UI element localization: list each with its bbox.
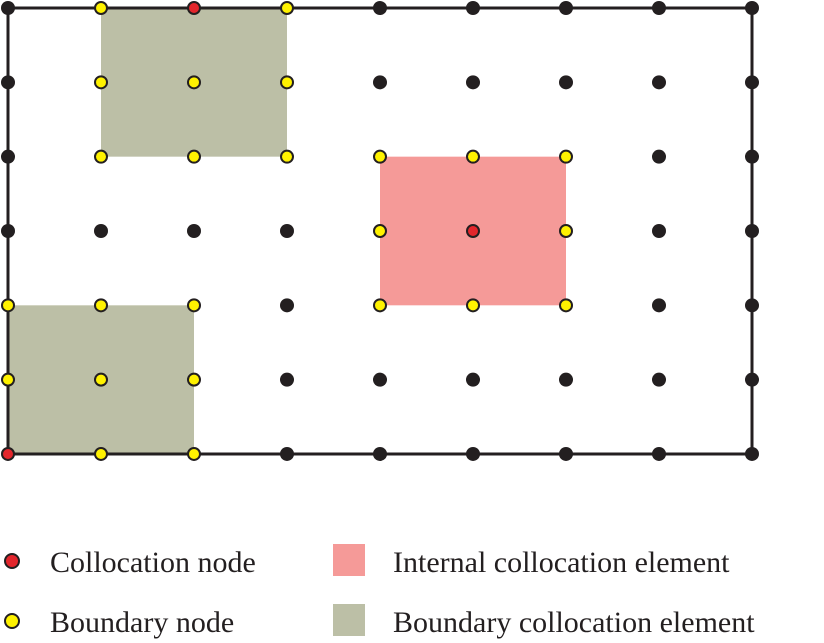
grid-node (745, 75, 759, 90)
grid-node (373, 372, 387, 387)
boundary-node (187, 149, 201, 164)
legend-internal-element-swatch (333, 544, 365, 576)
grid-node (466, 1, 480, 15)
boundary-node (94, 149, 108, 164)
boundary-node (187, 298, 201, 313)
grid-node (1, 75, 15, 90)
boundary-node (1, 372, 15, 387)
grid-node (373, 1, 387, 15)
grid-node (466, 75, 480, 90)
grid-node (280, 223, 294, 238)
legend-internal-element-label: Internal collocation element (393, 546, 730, 579)
collocation-node (187, 1, 201, 15)
boundary-node (466, 149, 480, 164)
grid-node (466, 372, 480, 387)
legend-collocation-node-label: Collocation node (50, 546, 256, 579)
grid-node (187, 223, 201, 238)
boundary-node (280, 75, 294, 90)
legend-boundary-node-icon (4, 613, 20, 629)
legend-boundary-node-label: Boundary node (50, 606, 234, 639)
collocation-node (1, 446, 15, 461)
grid-node (652, 149, 666, 164)
grid-node (652, 223, 666, 238)
grid-node (373, 75, 387, 90)
boundary-node (187, 446, 201, 461)
grid-node (652, 372, 666, 387)
boundary-node (280, 1, 294, 15)
collocation-node (466, 223, 480, 238)
boundary-node (94, 298, 108, 313)
grid-node (280, 298, 294, 313)
nodes-layer (1, 1, 759, 461)
boundary-node (94, 1, 108, 15)
boundary-node (373, 149, 387, 164)
grid-node (652, 298, 666, 313)
grid-node (745, 1, 759, 15)
boundary-node (466, 298, 480, 313)
grid-node (745, 223, 759, 238)
grid-node (1, 1, 15, 15)
grid-node (466, 446, 480, 461)
boundary-node (559, 223, 573, 238)
boundary-node (559, 298, 573, 313)
grid-node (745, 149, 759, 164)
grid-node (559, 446, 573, 461)
grid-node (652, 1, 666, 15)
boundary-node (187, 75, 201, 90)
grid-node (373, 446, 387, 461)
boundary-node (94, 372, 108, 387)
grid-node (745, 372, 759, 387)
grid-node (745, 298, 759, 313)
grid-node (1, 149, 15, 164)
grid-node (745, 446, 759, 461)
legend: Collocation node Boundary node Internal … (4, 544, 755, 639)
boundary-node (559, 149, 573, 164)
grid-node (559, 372, 573, 387)
grid-node (280, 372, 294, 387)
grid-node (652, 446, 666, 461)
boundary-node (373, 223, 387, 238)
legend-collocation-node-icon (4, 553, 20, 569)
boundary-node (94, 75, 108, 90)
grid-node (559, 1, 573, 15)
boundary-node (187, 372, 201, 387)
boundary-node (280, 149, 294, 164)
grid-node (94, 223, 108, 238)
legend-boundary-element-label: Boundary collocation element (393, 606, 755, 639)
grid-node (1, 223, 15, 238)
legend-boundary-element-swatch (333, 604, 365, 636)
boundary-node (94, 446, 108, 461)
boundary-node (373, 298, 387, 313)
grid-node (652, 75, 666, 90)
grid-node (280, 446, 294, 461)
boundary-node (1, 298, 15, 313)
grid-node (559, 75, 573, 90)
